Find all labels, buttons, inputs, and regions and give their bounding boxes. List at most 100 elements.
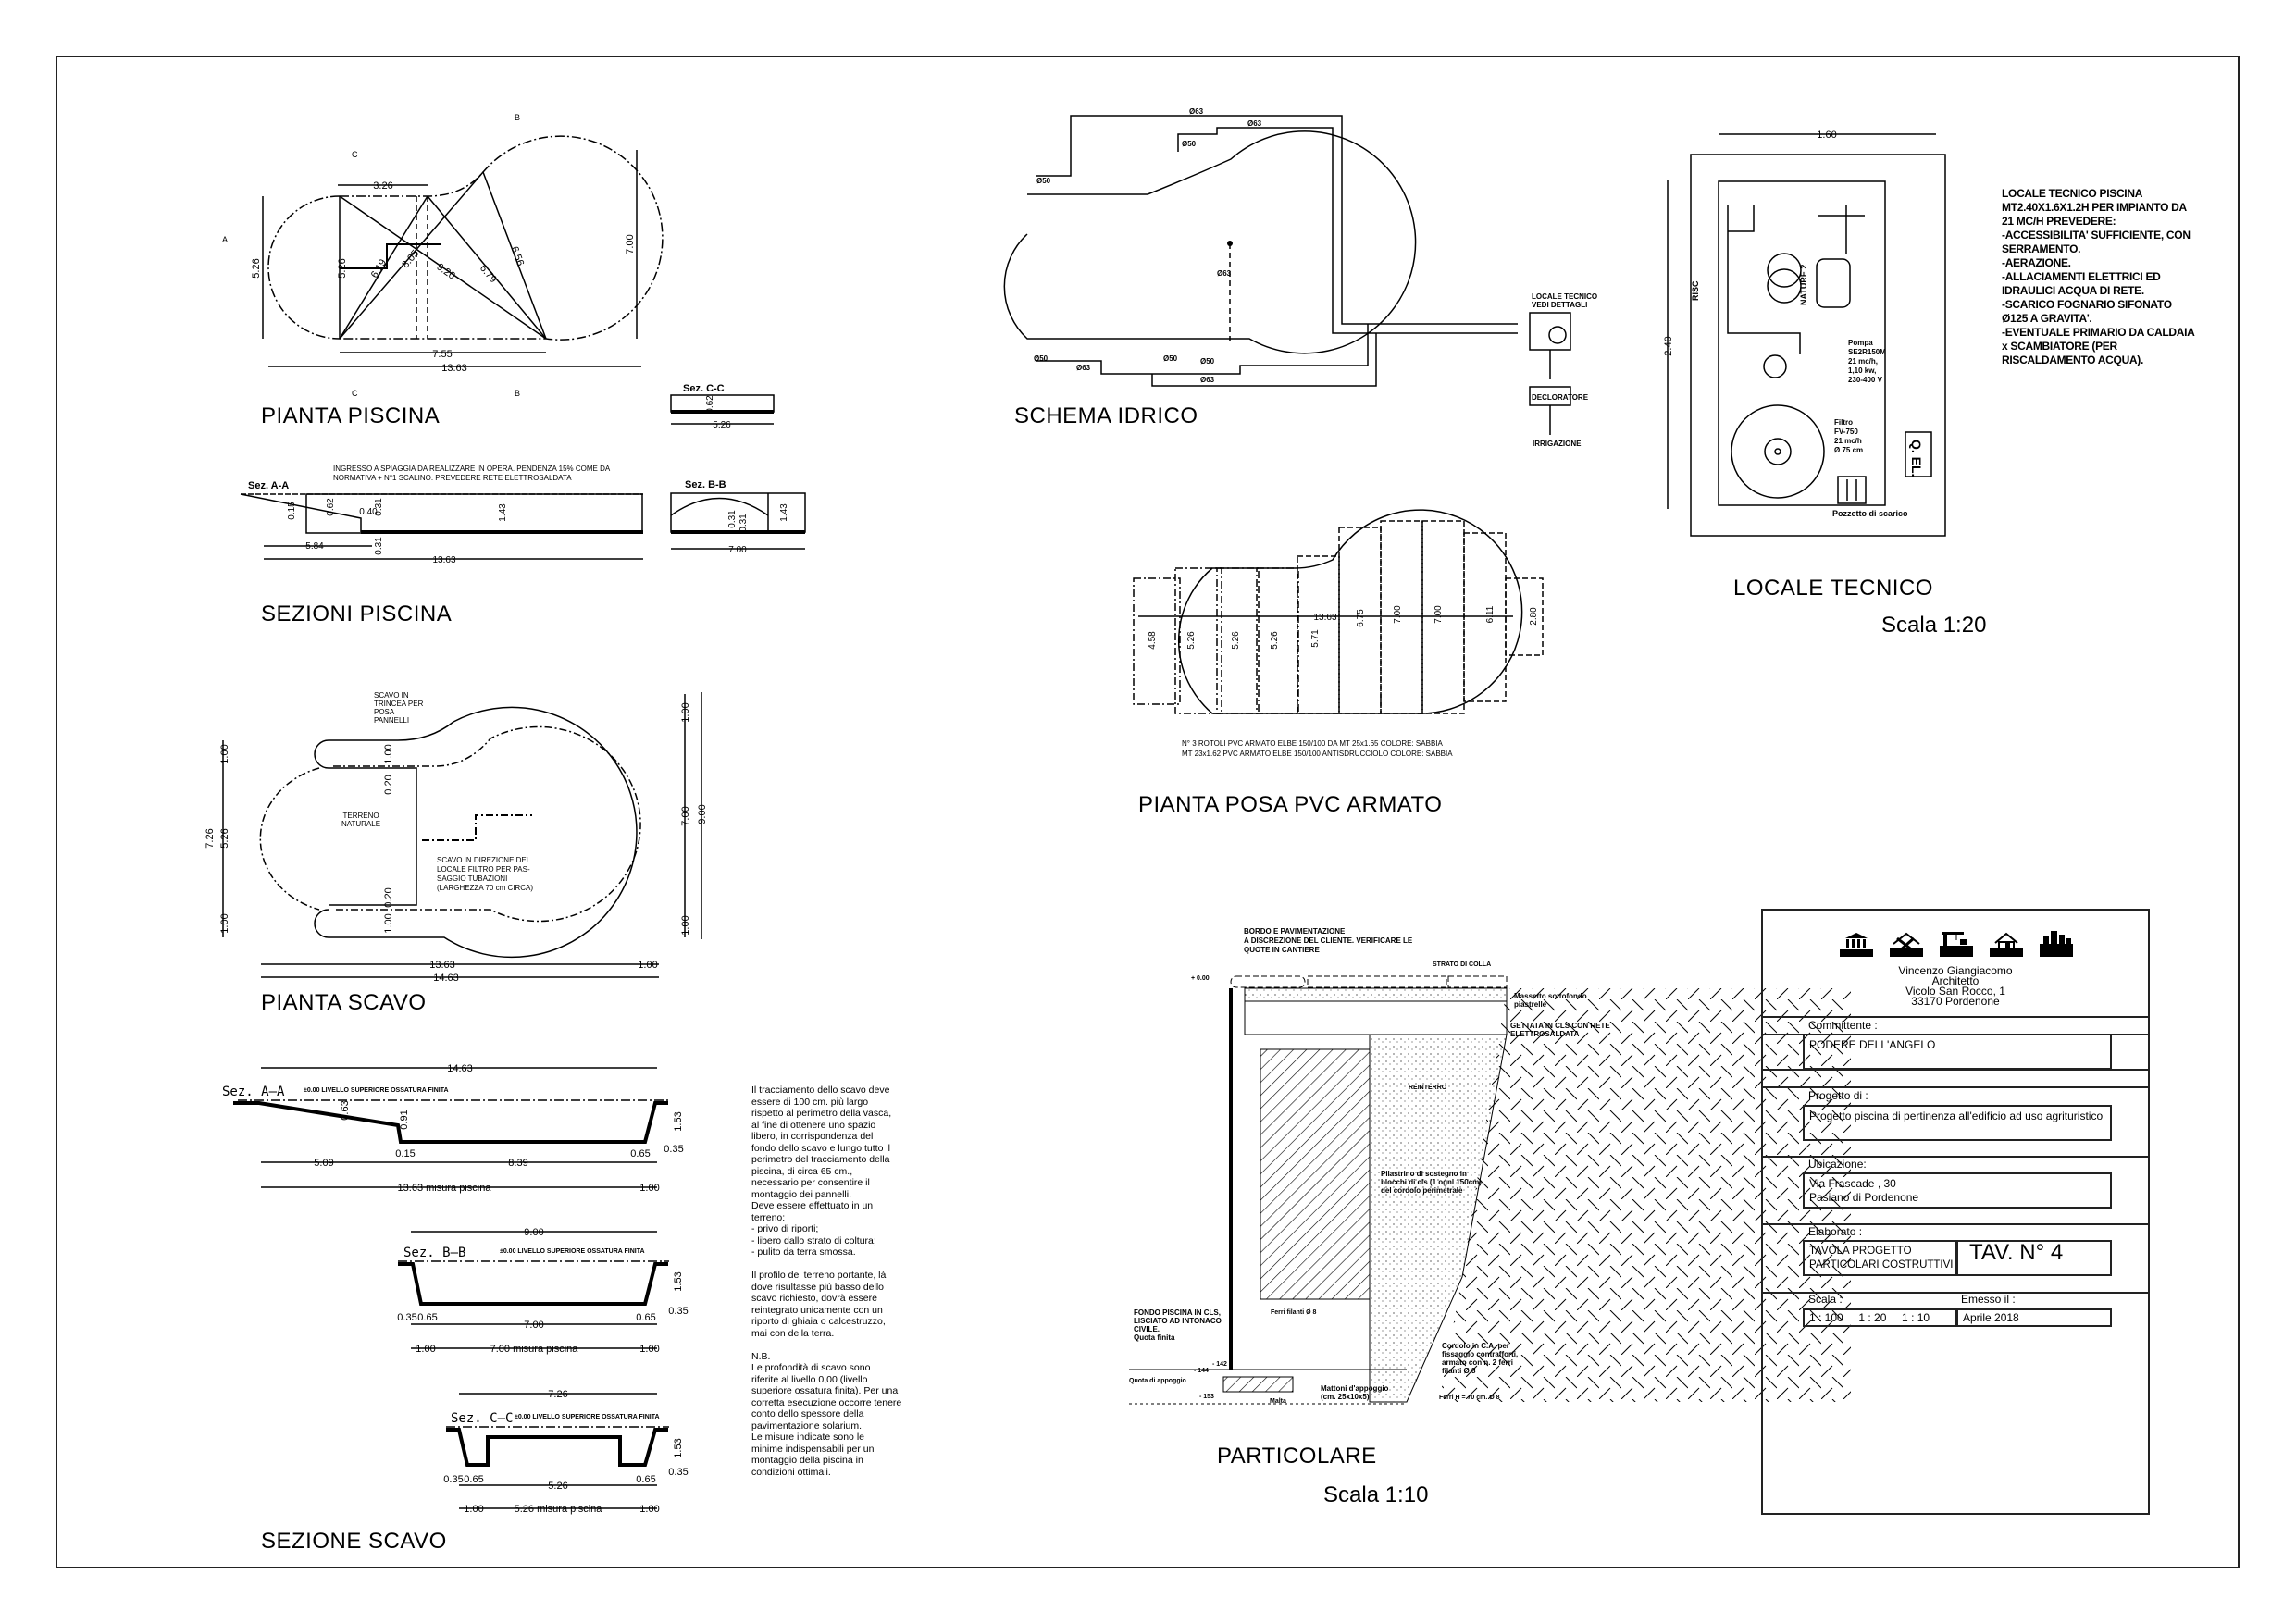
drawing-stroke bbox=[1857, 939, 1860, 948]
massetto-note: Massetto sottofondo piastrelle bbox=[1514, 992, 1587, 1009]
pipe-label: Ø63 bbox=[1247, 119, 1262, 128]
divider bbox=[1763, 1016, 2148, 1018]
dim-label: 0.35 bbox=[668, 1306, 688, 1317]
drawing-stroke bbox=[1222, 1376, 1294, 1393]
dim-label: 3.26 bbox=[373, 180, 392, 192]
drawing-stroke: 0.15 0.62 0.40 0.31 0.31 1.43 5.84 13.63… bbox=[287, 395, 789, 565]
dim-label: 5.71 bbox=[1310, 629, 1321, 648]
dim-label: 0.65 bbox=[464, 1474, 483, 1485]
dim-label: 1.00 bbox=[219, 913, 230, 933]
drawing-stroke bbox=[314, 706, 638, 959]
drawing-stroke bbox=[1256, 567, 1299, 714]
dim-label: 0.31 bbox=[727, 510, 738, 528]
drawing-stroke bbox=[1177, 509, 1523, 714]
dim-label: 7.55 bbox=[432, 349, 452, 360]
drawing-stroke bbox=[2005, 943, 2010, 948]
drawing-stroke bbox=[222, 692, 702, 978]
dim-label: 0.65 bbox=[417, 1312, 437, 1323]
drawing-stroke bbox=[398, 1262, 668, 1306]
ubicazione-line-2: Pasiano di Pordenone bbox=[1809, 1191, 1919, 1204]
dim-label: 1.00 bbox=[383, 913, 394, 933]
drawing-stroke bbox=[267, 195, 341, 340]
dim-label: 14.63 bbox=[433, 973, 459, 984]
dim-label: 1.00 bbox=[639, 1344, 659, 1355]
drawing-stroke bbox=[1890, 948, 1923, 957]
dim-label: 5.26 bbox=[251, 258, 262, 278]
pump-spec: Pompa SE2R150M 21 mc/h, 1,10 kw, 230-400… bbox=[1848, 339, 1886, 384]
pipe-label: Ø63 bbox=[1200, 376, 1215, 384]
sez-aa-note: INGRESSO A SPIAGGIA DA REALIZZARE IN OPE… bbox=[333, 465, 611, 482]
dim-label: 0.63 bbox=[340, 1100, 351, 1120]
schema-idrico-title: SCHEMA IDRICO bbox=[1014, 403, 1198, 428]
drawing-stroke bbox=[259, 767, 320, 911]
pianta-scavo-title: PIANTA SCAVO bbox=[261, 990, 427, 1015]
drawing-stroke bbox=[1816, 258, 1851, 308]
pipe-label: Ø63 bbox=[1189, 107, 1204, 116]
committente-field: PODERE DELL'ANGELO bbox=[1803, 1034, 2112, 1070]
dim-label: 4.58 bbox=[1148, 631, 1158, 650]
dim-label: 2.80 bbox=[1529, 607, 1539, 626]
dim-label: 1.00 bbox=[219, 744, 230, 763]
drawing-stroke bbox=[1227, 241, 1233, 246]
bordo-note: BORDO E PAVIMENTAZIONE A DISCREZIONE DEL… bbox=[1244, 927, 1413, 954]
elaborato-label: Elaborato : bbox=[1808, 1225, 1863, 1238]
drawing-stroke bbox=[482, 171, 547, 340]
tav-number: TAV. N° 4 bbox=[1956, 1240, 2112, 1276]
dim-label: 1.00 bbox=[680, 915, 691, 935]
terreno-naturale-label: TERRENO NATURALE bbox=[341, 812, 381, 828]
dim-label: 0.62 bbox=[326, 498, 336, 516]
mattoni-note: Mattoni d'appoggio (cm. 25x10x5) bbox=[1321, 1384, 1389, 1401]
declorator-label: DECLORATORE bbox=[1532, 393, 1589, 402]
strato-colla-label: STRATO DI COLLA bbox=[1433, 961, 1491, 968]
dim-label: 0.62 bbox=[705, 395, 715, 414]
locale-tecnico-title: LOCALE TECNICO bbox=[1733, 576, 1933, 601]
quota-zero-label: + 0.00 bbox=[1191, 975, 1210, 982]
crane-icon bbox=[1940, 932, 1973, 957]
logo-row bbox=[1840, 931, 2073, 957]
pipe-label: Ø50 bbox=[1182, 140, 1197, 148]
drawing-stroke bbox=[1244, 1000, 1508, 1035]
drawing-stroke bbox=[1216, 567, 1260, 714]
drawing-stroke bbox=[1133, 577, 1181, 705]
ferri-filanti-label: Ferri filanti Ø 8 bbox=[1271, 1309, 1317, 1316]
ubicazione-line-1: Via Frascade , 30 bbox=[1809, 1177, 1896, 1190]
ubicazione-label: Ubicazione: bbox=[1808, 1158, 1867, 1171]
scala-field: 1 : 100 1 : 20 1 : 10 bbox=[1803, 1308, 1957, 1327]
dim-label: 14.63 bbox=[447, 1063, 473, 1074]
quota-appoggio: Quota di appoggio bbox=[1129, 1378, 1186, 1384]
drawing-stroke bbox=[314, 739, 417, 906]
drawing-stroke bbox=[1447, 975, 1508, 988]
pipe-label: Ø50 bbox=[1163, 354, 1178, 363]
level-label: ±0.00 LIVELLO SUPERIORE OSSATURA FINITA bbox=[515, 1414, 660, 1420]
drawing-stroke bbox=[2040, 944, 2073, 957]
dim-label: 5.26 bbox=[548, 1481, 567, 1492]
drawing-stroke bbox=[1718, 180, 1886, 506]
dim-label: 0.91 bbox=[399, 1110, 410, 1129]
dim-label: 1.00 bbox=[680, 702, 691, 722]
dim-label: 1.43 bbox=[498, 503, 508, 522]
dim-label: 0.31 bbox=[374, 498, 384, 516]
drawing-stroke bbox=[1307, 975, 1447, 988]
dim-label: 1.00 bbox=[639, 1504, 659, 1515]
quota-153: - 153 bbox=[1199, 1394, 1214, 1400]
dim-label: 0.20 bbox=[383, 887, 394, 907]
ferri-h-label: Ferri H = 70 cm. Ø 8 bbox=[1439, 1395, 1500, 1401]
drawing-stroke bbox=[1840, 949, 1873, 957]
drawing-stroke: C C B B A bbox=[222, 113, 520, 398]
city-icon bbox=[2040, 931, 2073, 957]
gettata-note: GETTATA IN CLS CON RETE ELETTROSALDATA bbox=[1510, 1022, 1610, 1038]
dim-label: 1.00 bbox=[383, 744, 394, 763]
drawing-stroke bbox=[1667, 133, 1946, 537]
monument-icon bbox=[1840, 933, 1873, 957]
risc-label: RISC bbox=[1691, 280, 1700, 301]
drawing-stroke bbox=[446, 1428, 668, 1467]
section-label-aa: Sez. A–A bbox=[222, 1085, 285, 1099]
drawing-stroke bbox=[262, 135, 664, 367]
dim-label: 5.26 misura piscina bbox=[515, 1504, 603, 1515]
drawing-stroke bbox=[2066, 938, 2071, 946]
progetto-field: Progetto piscina di pertinenza all'edifi… bbox=[1803, 1105, 2112, 1141]
dim-label: 13.63 bbox=[1313, 613, 1336, 623]
